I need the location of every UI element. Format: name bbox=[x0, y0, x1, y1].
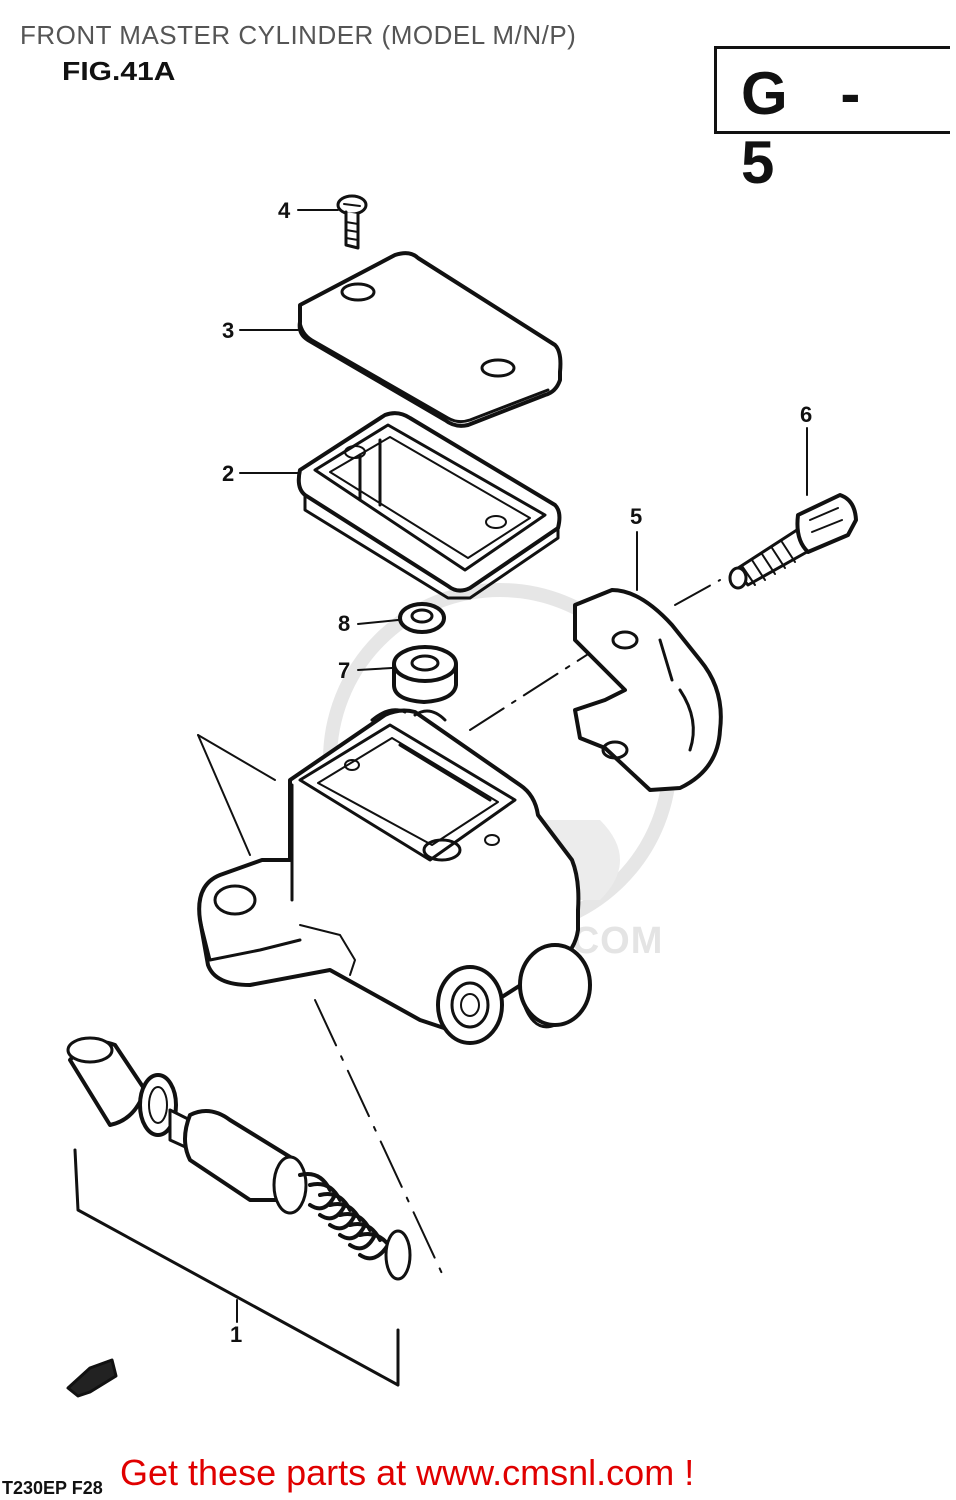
callout-5: 5 bbox=[630, 504, 643, 529]
callout-2: 2 bbox=[222, 461, 235, 486]
leader-line-7 bbox=[357, 667, 393, 671]
part-7-grommet bbox=[392, 645, 458, 704]
section-code: G - 5 bbox=[741, 60, 879, 196]
callout-7: 7 bbox=[338, 658, 351, 683]
callout-1: 1 bbox=[230, 1322, 243, 1347]
footer-link[interactable]: Get these parts at www.cmsnl.com ! bbox=[120, 1452, 695, 1493]
part-2-diaphragm bbox=[296, 411, 562, 600]
part-6-bolt bbox=[728, 493, 858, 590]
leader-line-8 bbox=[357, 619, 399, 625]
callout-6: 6 bbox=[800, 402, 813, 427]
front-direction-arrow bbox=[66, 1358, 118, 1398]
alignment-line-diag bbox=[197, 734, 276, 781]
master-cylinder-body bbox=[197, 708, 592, 1045]
part-1-piston-kit bbox=[66, 1036, 412, 1387]
page-title: FRONT MASTER CYLINDER (MODEL M/N/P) bbox=[20, 20, 577, 50]
part-5-clamp bbox=[573, 588, 723, 792]
part-4-screw bbox=[336, 194, 368, 250]
alignment-line-bolt bbox=[674, 579, 721, 606]
part-3-reservoir-cap bbox=[297, 251, 563, 428]
callout-3: 3 bbox=[222, 318, 235, 343]
drawing-code: T230EP F28 bbox=[2, 1478, 103, 1498]
alignment-line-clamp bbox=[469, 639, 611, 731]
figure-label: FIG.41A bbox=[62, 58, 176, 87]
alignment-line-piston bbox=[314, 999, 446, 1281]
callout-4: 4 bbox=[278, 198, 291, 223]
section-code-box: G - 5 bbox=[714, 46, 950, 196]
callout-8: 8 bbox=[338, 611, 351, 636]
alignment-line-diag2 bbox=[197, 734, 251, 856]
part-8-washer bbox=[398, 602, 446, 634]
